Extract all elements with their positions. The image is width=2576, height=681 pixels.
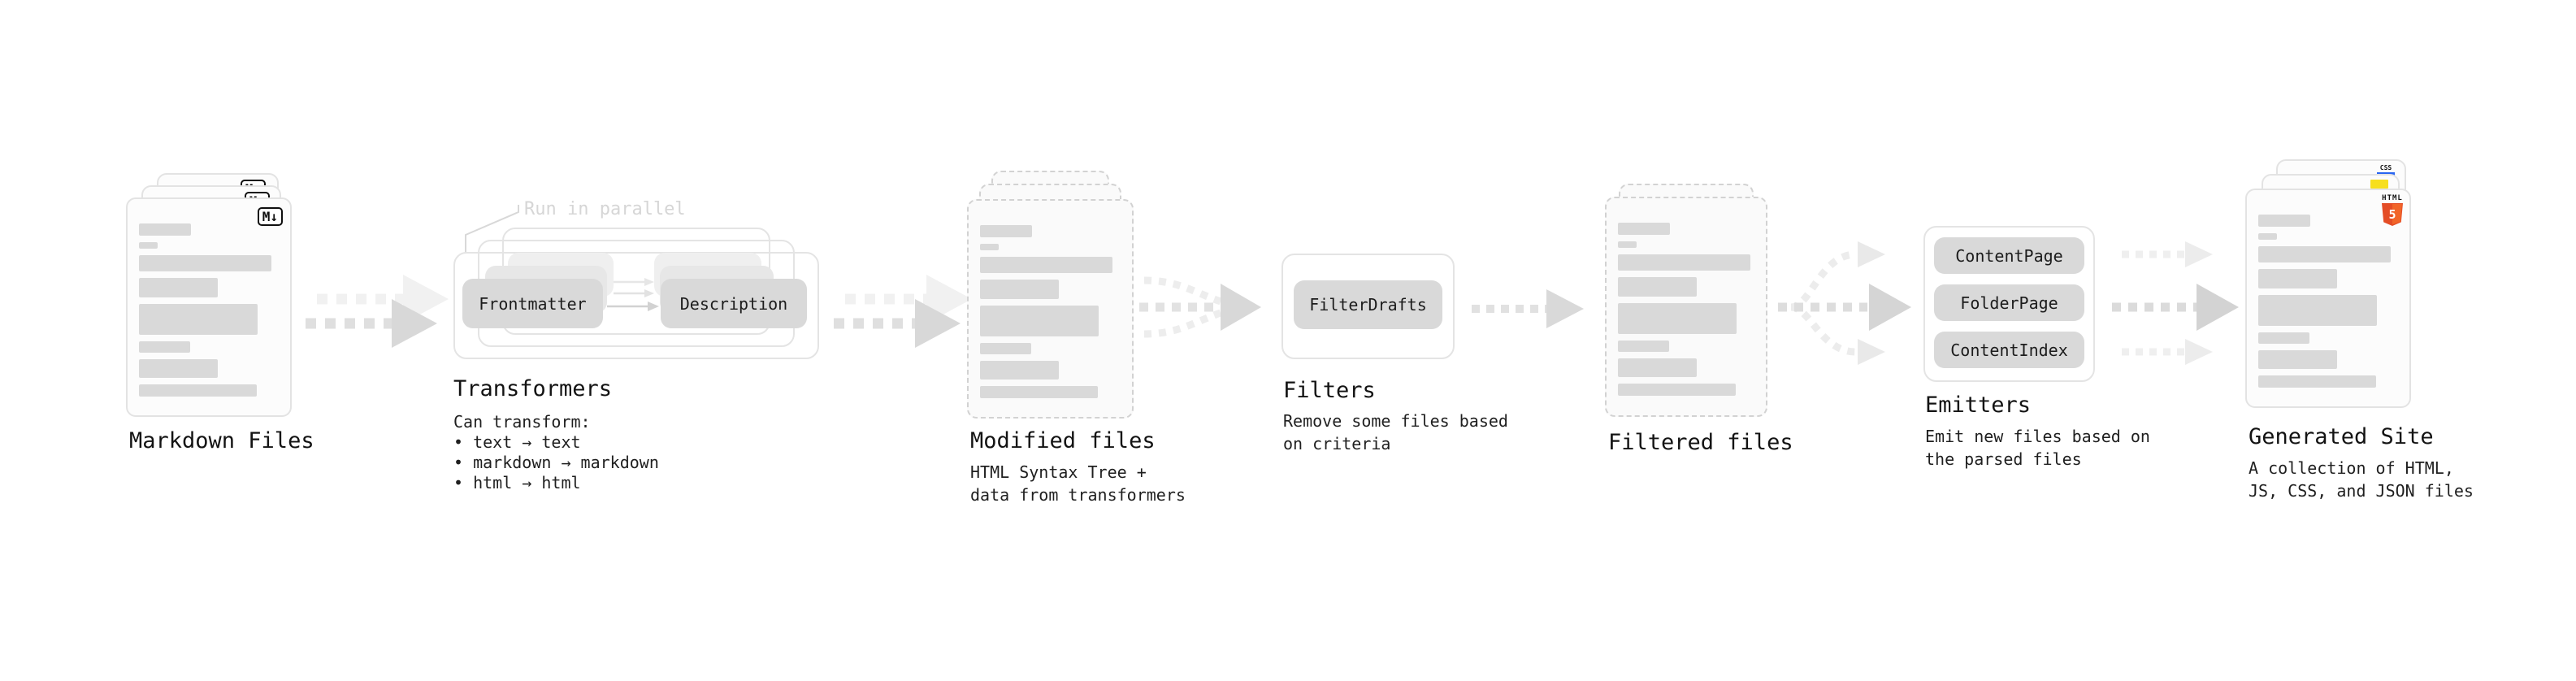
generated-site-description: A collection of HTML, JS, CSS, and JSON … <box>2249 458 2474 501</box>
contentpage-pill: ContentPage <box>1934 237 2084 274</box>
modified-files-description: HTML Syntax Tree + data from transformer… <box>970 462 1186 505</box>
stage-title-emitters: Emitters <box>1925 393 2032 418</box>
arrow-markdown-to-transformers <box>302 268 453 365</box>
doc-bar <box>2258 246 2391 262</box>
doc-bar <box>1618 384 1736 396</box>
stage-transformers: Run in parallel Frontmatter Description … <box>451 199 825 508</box>
document-content-placeholder <box>139 223 271 397</box>
document-content-placeholder <box>980 225 1112 398</box>
javascript-icon <box>2370 180 2388 189</box>
doc-bar <box>980 280 1059 299</box>
arrow-transformers-to-modified <box>830 268 981 365</box>
run-in-parallel-note: Run in parallel <box>524 199 686 219</box>
folderpage-pill: FolderPage <box>1934 284 2084 321</box>
stage-generated-site: CSS HTML 5 Generated Site A collection o… <box>2245 159 2513 533</box>
document-content-placeholder <box>2258 215 2391 388</box>
doc-bar <box>2258 269 2337 288</box>
doc-bar <box>2258 332 2309 344</box>
doc-bar <box>980 343 1031 354</box>
document-content-placeholder <box>1618 223 1750 396</box>
dashed-arrow-icon <box>1472 289 1584 328</box>
stage-title-markdown-files: Markdown Files <box>129 428 314 453</box>
doc-bar <box>980 306 1099 336</box>
transformer-frame-front <box>453 252 819 359</box>
doc-bar <box>1618 241 1637 248</box>
fanout-dashed-arrow-icon <box>1778 241 1911 365</box>
filterdrafts-pill: FilterDrafts <box>1294 280 1442 329</box>
modified-file-front <box>967 199 1134 419</box>
doc-bar <box>139 242 158 249</box>
doc-bar <box>2258 295 2377 326</box>
contentindex-pill: ContentIndex <box>1934 332 2084 368</box>
generated-file-html: HTML 5 <box>2245 189 2411 408</box>
doc-bar <box>1618 254 1750 271</box>
double-dashed-arrow-icon <box>834 275 972 348</box>
stage-title-filtered-files: Filtered files <box>1608 430 1793 455</box>
arrow-filters-to-filtered <box>1468 286 1590 335</box>
doc-bar <box>1618 223 1670 235</box>
doc-bar <box>139 255 271 271</box>
doc-bar <box>980 244 999 250</box>
doc-bar <box>2258 375 2376 388</box>
stage-filters: FilterDrafts Filters Remove some files b… <box>1281 254 1509 481</box>
svg-text:5: 5 <box>2388 207 2396 222</box>
arrow-filtered-to-emitters <box>1778 232 1928 381</box>
emitters-description: Emit new files based on the parsed files <box>1925 427 2150 469</box>
html5-icon: HTML 5 <box>2382 194 2403 226</box>
pill-arrows-icon <box>607 278 659 311</box>
stage-filtered-files: Filtered files <box>1605 184 1832 476</box>
description-pill: Description <box>661 279 807 328</box>
doc-bar <box>2258 350 2337 369</box>
doc-bar <box>139 384 257 397</box>
converging-dashed-arrow-icon <box>1139 276 1261 338</box>
doc-bar <box>980 386 1098 398</box>
transformers-description: Can transform: • text → text • markdown … <box>453 412 659 492</box>
triple-dashed-arrow-icon <box>2112 241 2239 365</box>
stage-title-transformers: Transformers <box>453 376 613 401</box>
stage-markdown-files: M↓ M↓ M↓ Markdown Files <box>126 173 337 482</box>
filters-description: Remove some files based on criteria <box>1283 411 1508 453</box>
doc-bar <box>1618 303 1737 334</box>
double-dashed-arrow-icon <box>306 275 449 348</box>
doc-bar <box>139 223 191 236</box>
note-connector-line <box>465 205 519 253</box>
markdown-file-front: M↓ <box>126 197 292 417</box>
stage-title-modified-files: Modified files <box>970 428 1156 453</box>
doc-bar <box>1618 340 1669 352</box>
emitters-frame <box>1923 226 2095 382</box>
doc-bar <box>139 278 218 297</box>
filters-frame <box>1281 254 1455 359</box>
doc-bar <box>2258 215 2310 227</box>
doc-bar <box>2258 233 2277 240</box>
doc-bar <box>980 361 1059 380</box>
doc-bar <box>139 359 218 378</box>
doc-bar <box>139 304 258 335</box>
doc-bar <box>980 225 1032 237</box>
doc-bar <box>1618 358 1697 377</box>
frontmatter-pill: Frontmatter <box>462 279 603 328</box>
doc-bar <box>1618 277 1697 297</box>
doc-bar <box>139 341 190 353</box>
arrow-modified-to-filters <box>1138 256 1274 363</box>
filtered-file-front <box>1605 197 1767 417</box>
stage-modified-files: Modified files HTML Syntax Tree + data f… <box>967 171 1235 512</box>
stage-emitters: ContentPage FolderPage ContentIndex Emit… <box>1923 226 2167 486</box>
doc-bar <box>980 257 1112 273</box>
stage-title-generated-site: Generated Site <box>2249 424 2434 449</box>
markdown-icon: M↓ <box>257 207 283 226</box>
arrow-emitters-to-generated <box>2110 232 2250 381</box>
stage-title-filters: Filters <box>1283 378 1376 403</box>
